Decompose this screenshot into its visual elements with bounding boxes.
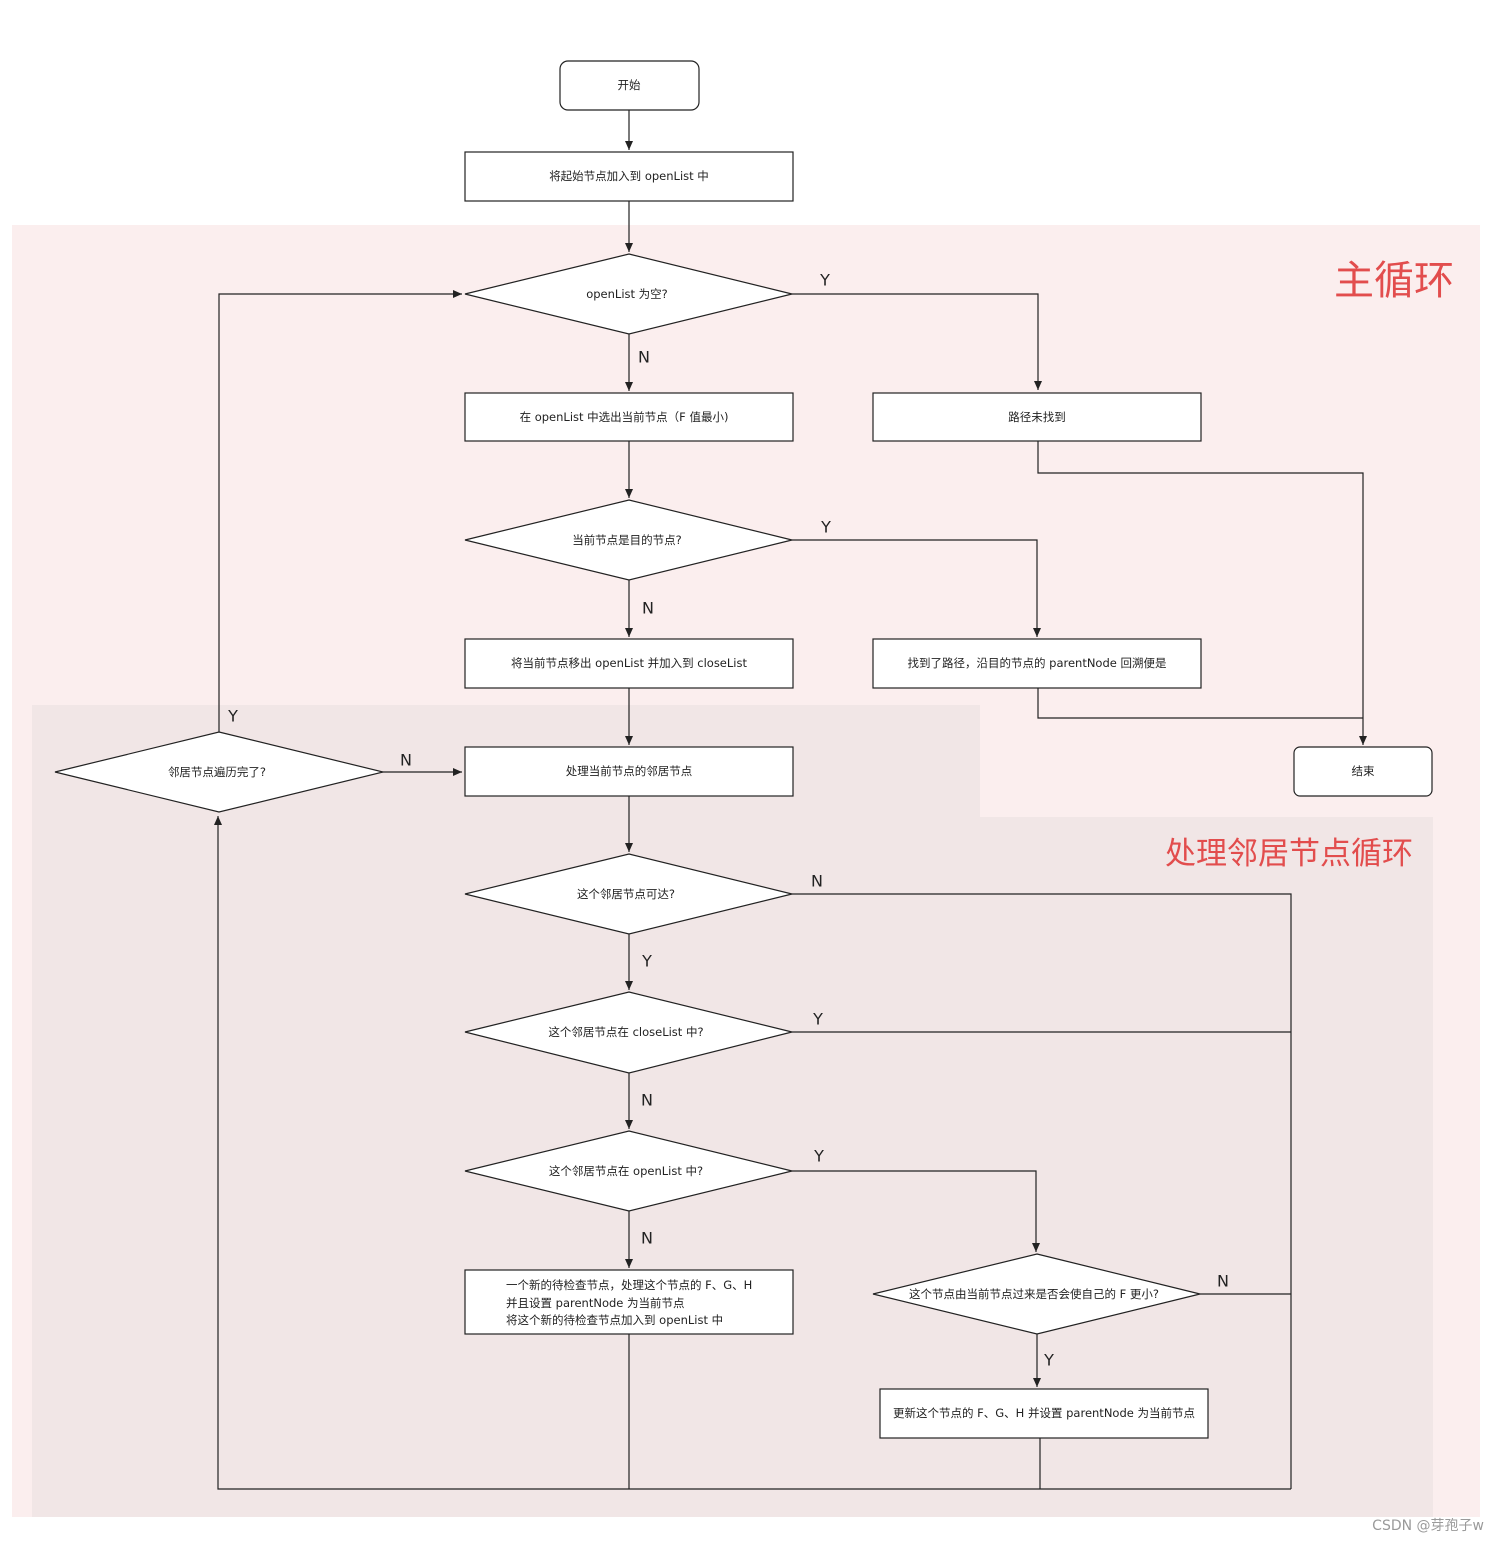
node-move-to-close bbox=[464, 638, 794, 689]
label-empty-no: N bbox=[638, 348, 650, 367]
node-path-not-found-label: 路径未找到 bbox=[1008, 410, 1066, 424]
label-reachable-no: N bbox=[811, 872, 823, 891]
node-in-closelist-label: 这个邻居节点在 closeList 中? bbox=[548, 1025, 703, 1039]
node-neighbors-done bbox=[54, 731, 384, 813]
node-is-target bbox=[464, 499, 793, 581]
label-smallerf-no: N bbox=[1217, 1272, 1229, 1291]
node-reachable-label: 这个邻居节点可达? bbox=[577, 887, 675, 901]
node-reachable bbox=[464, 853, 793, 935]
label-openlist-yes: Y bbox=[813, 1147, 824, 1166]
node-openlist-empty-label: openList 为空? bbox=[586, 287, 668, 301]
label-closelist-no: N bbox=[641, 1091, 653, 1110]
node-smaller-f-label: 这个节点由当前节点过来是否会使自己的 F 更小? bbox=[909, 1287, 1159, 1301]
node-neighbors-done-label: 邻居节点遍历完了? bbox=[168, 765, 266, 779]
node-is-target-label: 当前节点是目的节点? bbox=[572, 533, 682, 547]
node-path-found bbox=[872, 638, 1202, 689]
edge-loop-back bbox=[214, 816, 1291, 1490]
neighbor-loop-region bbox=[32, 705, 980, 1517]
node-openlist-empty bbox=[464, 253, 793, 335]
neighbor-loop-title: 处理邻居节点循环 bbox=[1165, 836, 1413, 872]
node-smaller-f bbox=[872, 1253, 1201, 1335]
node-update-node bbox=[879, 1388, 1209, 1439]
label-target-yes: Y bbox=[820, 518, 831, 537]
node-new-node-line1: 一个新的待检查节点，处理这个节点的 F、G、H bbox=[506, 1278, 752, 1292]
node-select-current-label: 在 openList 中选出当前节点（F 值最小) bbox=[520, 410, 729, 424]
edge-found-to-end bbox=[1037, 688, 1363, 719]
edge-reachable-no bbox=[792, 893, 1292, 1489]
node-start bbox=[559, 60, 700, 111]
label-reachable-yes: Y bbox=[641, 952, 652, 971]
node-path-not-found bbox=[872, 392, 1202, 442]
node-new-node-line2: 并且设置 parentNode 为当前节点 bbox=[506, 1296, 685, 1310]
node-add-start bbox=[464, 151, 794, 202]
node-end-label: 结束 bbox=[1352, 764, 1375, 778]
node-new-node bbox=[464, 1269, 794, 1335]
node-update-node-label: 更新这个节点的 F、G、H 并设置 parentNode 为当前节点 bbox=[893, 1406, 1195, 1420]
node-in-openlist bbox=[464, 1130, 793, 1212]
edge-notfound-to-end bbox=[1037, 441, 1367, 745]
node-in-closelist bbox=[464, 991, 793, 1074]
edge-openlist-yes bbox=[792, 1170, 1040, 1252]
node-add-start-label: 将起始节点加入到 openList 中 bbox=[549, 169, 709, 183]
node-path-found-label: 找到了路径，沿目的节点的 parentNode 回溯便是 bbox=[907, 656, 1167, 670]
edge-empty-yes bbox=[792, 293, 1042, 390]
label-done-no: N bbox=[400, 751, 412, 770]
edge-done-yes bbox=[218, 290, 462, 732]
watermark: CSDN @芽孢子w bbox=[1372, 1518, 1484, 1534]
edge-target-yes bbox=[792, 539, 1041, 637]
label-closelist-yes: Y bbox=[812, 1010, 823, 1029]
node-in-openlist-label: 这个邻居节点在 openList 中? bbox=[549, 1164, 703, 1178]
node-select-current bbox=[464, 392, 794, 442]
node-move-to-close-label: 将当前节点移出 openList 并加入到 closeList bbox=[511, 656, 747, 670]
label-target-no: N bbox=[642, 599, 654, 618]
node-start-label: 开始 bbox=[618, 78, 641, 92]
node-process-neighbor-label: 处理当前节点的邻居节点 bbox=[566, 764, 693, 778]
node-end bbox=[1293, 746, 1433, 797]
node-process-neighbor bbox=[464, 746, 794, 797]
node-new-node-line3: 将这个新的待检查节点加入到 openList 中 bbox=[506, 1313, 723, 1327]
label-smallerf-yes: Y bbox=[1043, 1351, 1054, 1370]
main-loop-title: 主循环 bbox=[1334, 258, 1454, 304]
label-empty-yes: Y bbox=[819, 271, 830, 290]
label-done-yes: Y bbox=[227, 707, 238, 726]
label-openlist-no: N bbox=[641, 1229, 653, 1248]
